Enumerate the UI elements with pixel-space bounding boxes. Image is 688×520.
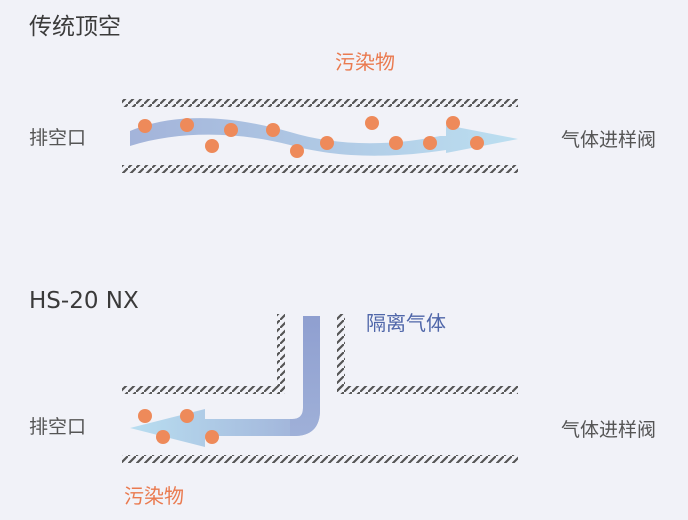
traditional-contaminant-dots bbox=[138, 116, 484, 158]
contaminant-dot bbox=[365, 116, 379, 130]
traditional-pipe-top-wall bbox=[122, 99, 518, 107]
hs20-channel-right-wall bbox=[337, 314, 345, 394]
hs20-isolation-gas-label: 隔离气体 bbox=[366, 311, 446, 335]
traditional-pipe-bottom-wall bbox=[122, 165, 518, 173]
hs20-title: HS-20 NX bbox=[29, 288, 139, 314]
hs20-channel-left-wall bbox=[277, 314, 285, 394]
contaminant-dot bbox=[138, 119, 152, 133]
traditional-title: 传统顶空 bbox=[29, 14, 121, 40]
traditional-exhaust-label: 排空口 bbox=[29, 127, 87, 149]
hs20-pipe-top-wall-left bbox=[122, 386, 284, 394]
hs20-contaminant-label: 污染物 bbox=[124, 484, 184, 508]
contaminant-dot bbox=[320, 136, 334, 150]
hs20-valve-label: 气体进样阀 bbox=[561, 419, 657, 441]
contaminant-dot bbox=[138, 409, 152, 423]
hs20-pipe-top-wall-right bbox=[337, 386, 518, 394]
contaminant-dot bbox=[224, 123, 238, 137]
contaminant-dot bbox=[389, 136, 403, 150]
contaminant-dot bbox=[266, 123, 280, 137]
contaminant-dot bbox=[205, 430, 219, 444]
contaminant-dot bbox=[290, 144, 304, 158]
contaminant-dot bbox=[446, 116, 460, 130]
hs20-pipe-bottom-wall bbox=[122, 455, 518, 463]
hs20-exhaust-label: 排空口 bbox=[29, 416, 87, 438]
hs20-contaminant-dots bbox=[138, 409, 219, 444]
contaminant-dot bbox=[156, 430, 170, 444]
contaminant-dot bbox=[180, 409, 194, 423]
contaminant-dot bbox=[423, 136, 437, 150]
contaminant-dot bbox=[470, 136, 484, 150]
hs20-flow-arrow-vertical-segment bbox=[290, 316, 320, 436]
contaminant-dot bbox=[205, 139, 219, 153]
traditional-contaminant-label: 污染物 bbox=[335, 50, 395, 74]
traditional-valve-label: 气体进样阀 bbox=[561, 129, 657, 151]
contaminant-dot bbox=[180, 118, 194, 132]
